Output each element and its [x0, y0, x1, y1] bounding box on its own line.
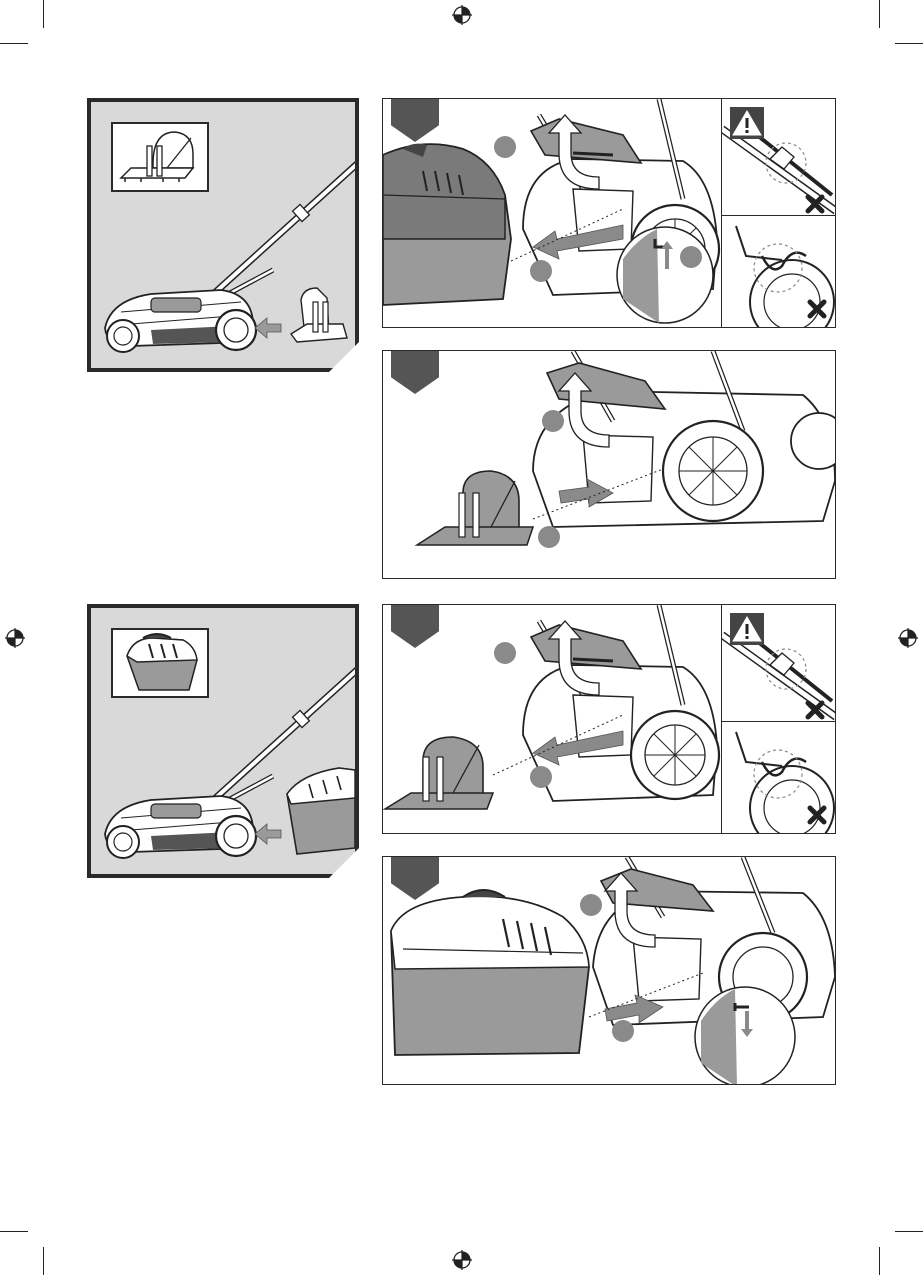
- insert-grass-guard-illustration: [383, 351, 835, 578]
- step-panel-remove-grass-guard: [382, 604, 836, 834]
- registration-mark-icon: [450, 1248, 474, 1272]
- registration-mark-icon: [450, 3, 474, 27]
- incorrect-view-wheel: [721, 216, 835, 327]
- incorrect-view-handle: [721, 99, 835, 216]
- incorrect-view-handle: [721, 605, 835, 722]
- incorrect-view-wheel: [721, 722, 835, 833]
- remove-grass-guard-illustration: [383, 605, 723, 833]
- overview-panel-grass-box: [87, 604, 359, 878]
- remove-grass-box-illustration: [383, 99, 723, 327]
- lawnmower-with-box-icon: [91, 608, 355, 874]
- registration-mark-icon: [3, 626, 27, 650]
- insert-grass-box-illustration: [383, 857, 835, 1084]
- warning-triangle-icon: [730, 107, 764, 139]
- registration-mark-icon: [896, 626, 920, 650]
- step-panel-insert-grass-box: [382, 856, 836, 1085]
- overview-panel-grass-guard: [87, 98, 359, 372]
- lawnmower-with-guard-icon: [91, 102, 355, 368]
- step-panel-remove-grass-box: [382, 98, 836, 328]
- step-panel-insert-grass-guard: [382, 350, 836, 579]
- warning-triangle-icon: [730, 613, 764, 645]
